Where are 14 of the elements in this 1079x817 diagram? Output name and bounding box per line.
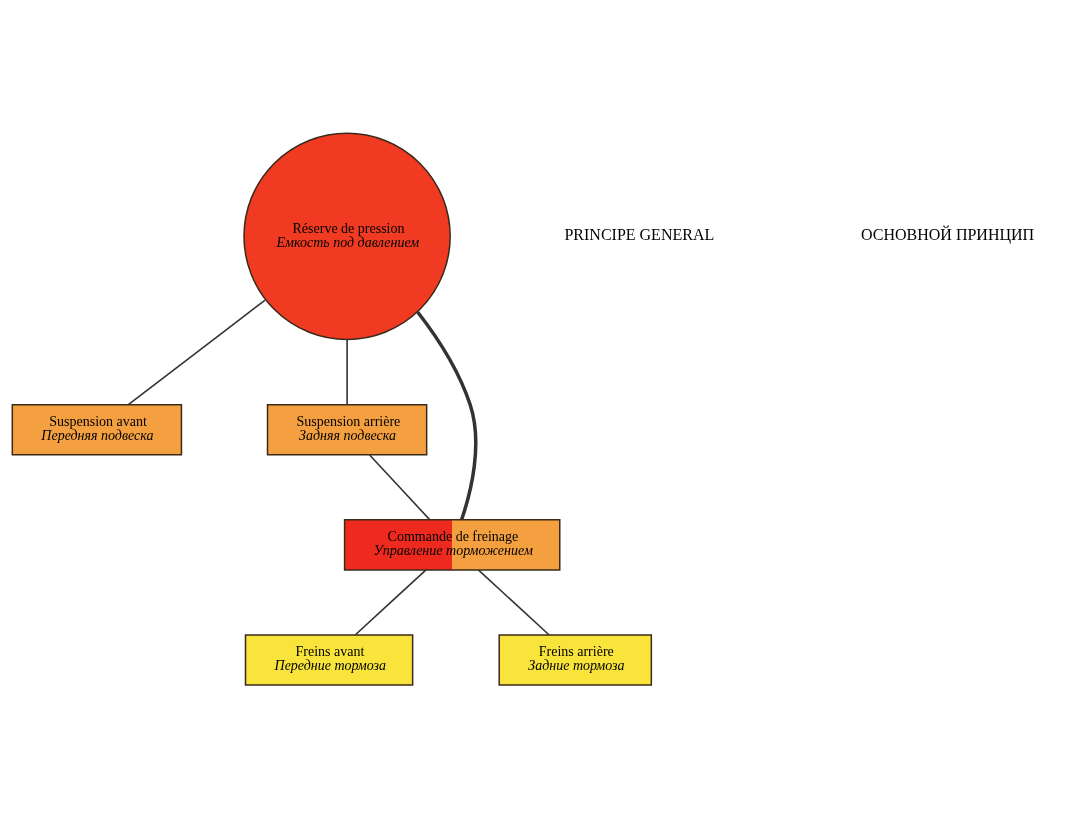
connector (346, 338, 348, 405)
connector (416, 310, 478, 520)
connector (354, 568, 427, 636)
node-box: Suspension avant Передняя подвеска (11, 403, 183, 456)
node-box: Suspension arrière Задняя подвеска (266, 403, 428, 456)
label: ОСНОВНОЙ ПРИНЦИП (861, 225, 1035, 243)
connector (477, 568, 550, 636)
node-box: Commande de freinage Управление торможением (343, 518, 561, 571)
connector (368, 453, 431, 520)
node-box: Freins arrière Задние тормоза (498, 633, 653, 686)
node-box: Freins avant Передние тормоза (244, 633, 414, 686)
connector (127, 298, 266, 405)
node-circle: Réserve de pression Емкость под давлением (243, 132, 451, 340)
label: PRINCIPE GENERAL (564, 225, 715, 243)
